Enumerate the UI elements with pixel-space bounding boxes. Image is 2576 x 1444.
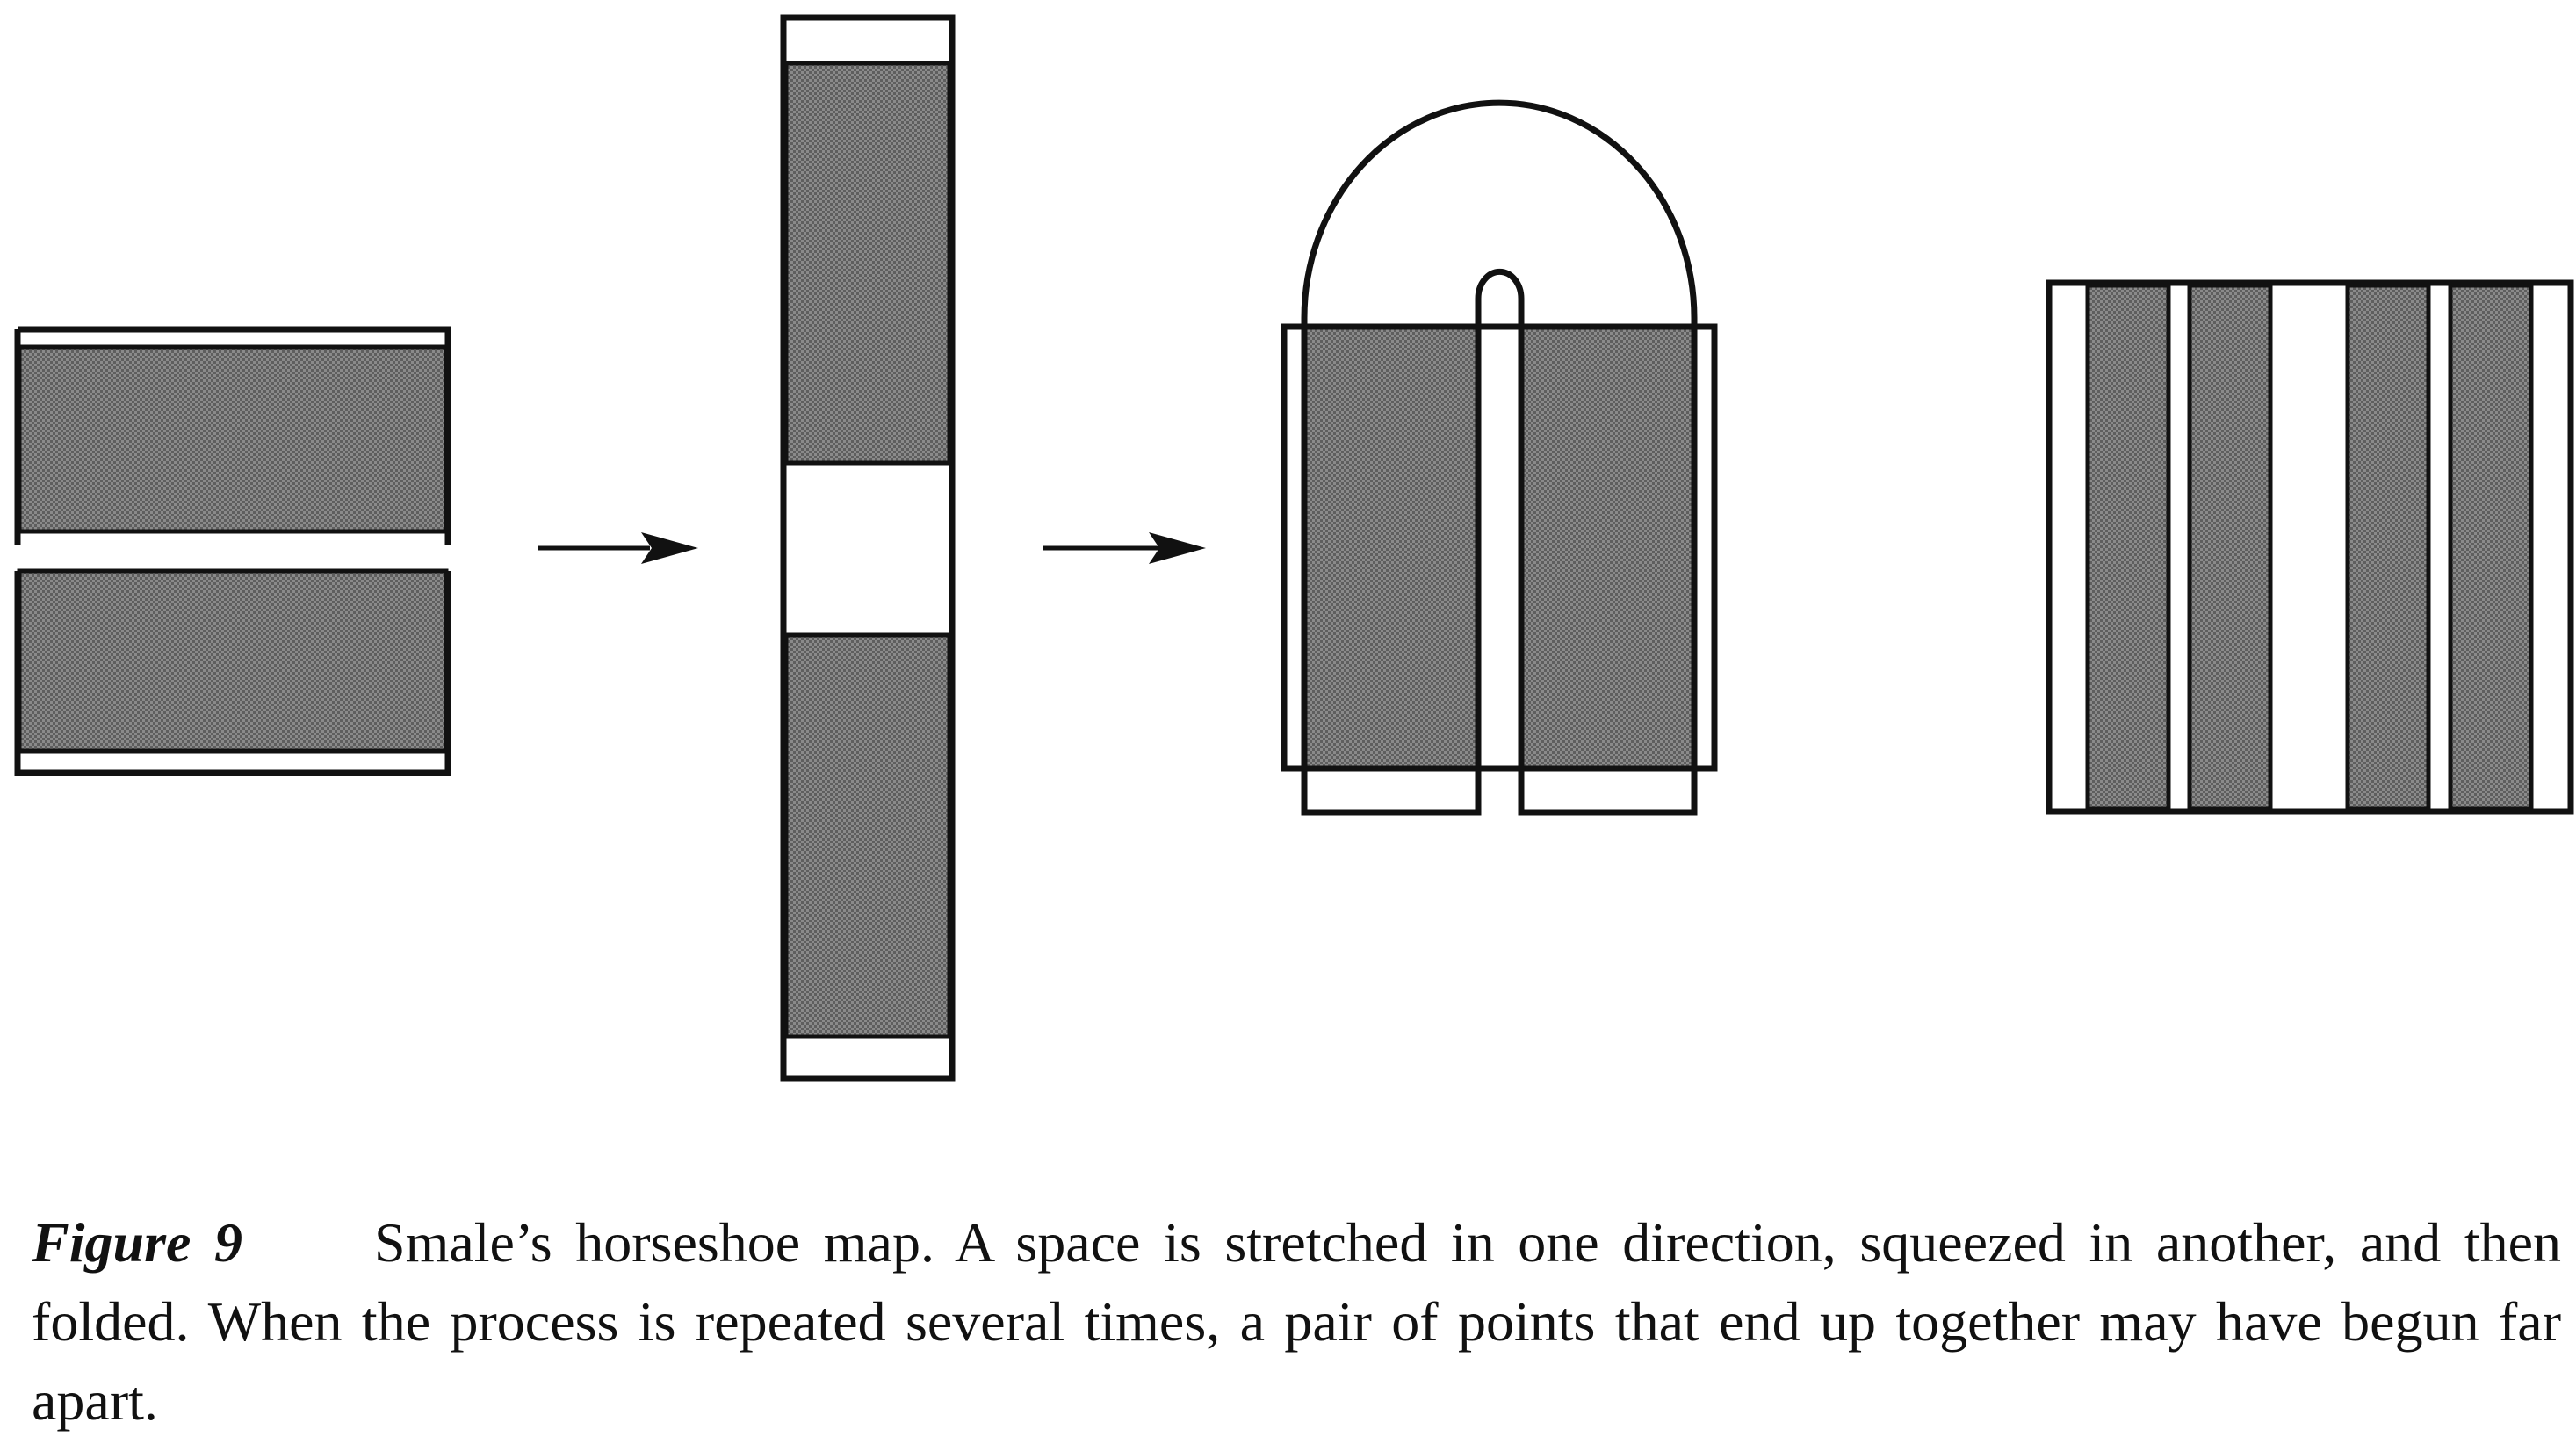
stage-result-square bbox=[2046, 279, 2574, 815]
shaded-band-upper bbox=[783, 61, 952, 466]
shaded-band-top bbox=[17, 344, 449, 534]
arrow-right-icon bbox=[538, 532, 698, 564]
caption-text: Smale’s horseshoe map. A space is stretc… bbox=[32, 1211, 2562, 1432]
square-outline bbox=[1281, 323, 1718, 772]
stage-original-square bbox=[14, 326, 451, 776]
horseshoe-outline bbox=[1301, 99, 1698, 816]
stage-stretched-strip bbox=[780, 14, 956, 1082]
shaded-stripe-3 bbox=[2345, 283, 2431, 812]
shaded-band-bottom bbox=[17, 568, 449, 754]
figure-label: Figure 9 bbox=[32, 1211, 242, 1274]
shaded-stripe-1 bbox=[2085, 283, 2171, 812]
shaded-leg-right bbox=[1521, 327, 1694, 769]
horseshoe-map-diagram bbox=[14, 14, 2574, 1082]
shaded-leg-left bbox=[1304, 327, 1478, 769]
shaded-stripe-2 bbox=[2187, 283, 2273, 812]
shaded-stripe-4 bbox=[2448, 283, 2534, 812]
stage-folded-horseshoe bbox=[1281, 99, 1718, 816]
arrow-right-icon bbox=[1043, 532, 1206, 564]
shaded-band-lower bbox=[783, 632, 952, 1039]
